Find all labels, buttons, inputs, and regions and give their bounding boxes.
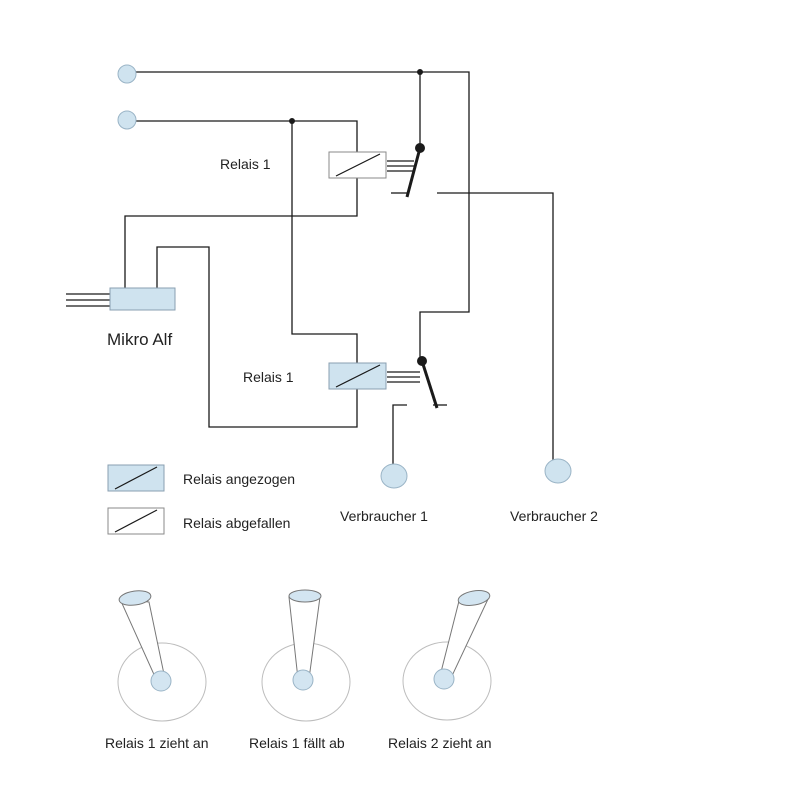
- relay-1-coil-released: [328, 151, 387, 179]
- controller-box: [109, 287, 176, 311]
- supply-branch-to-relay-2-coil: [291, 121, 358, 363]
- joystick-caption-2: Relais 1 fällt ab: [249, 735, 345, 751]
- relay-2-coil-energized: [328, 362, 387, 390]
- joystick-relay-1-off: [261, 589, 351, 722]
- junction-dot-top: [417, 69, 423, 75]
- legend-energized-swatch: [107, 464, 165, 492]
- supply-terminal-top: [117, 64, 137, 84]
- joystick-caption-1: Relais 1 zieht an: [105, 735, 209, 751]
- relay-2-coil-return: [156, 246, 358, 428]
- load-2-terminal: [544, 458, 572, 484]
- relay-2-output-wire: [392, 404, 407, 466]
- relay-2-switch: [417, 356, 439, 409]
- relay-1-switch: [405, 143, 425, 198]
- supply-terminal-second: [117, 110, 137, 130]
- relay-1-output-wire: [437, 192, 554, 460]
- relay-top-label: Relais 1: [220, 156, 271, 172]
- load-2-label: Verbraucher 2: [510, 508, 598, 524]
- legend-energized-label: Relais angezogen: [183, 471, 295, 487]
- relay-bottom-label: Relais 1: [243, 369, 294, 385]
- relay-1-coil-return: [124, 178, 358, 288]
- controller-label: Mikro Alf: [107, 330, 172, 349]
- wires: [66, 71, 554, 466]
- joystick-caption-3: Relais 2 zieht an: [388, 735, 492, 751]
- supply-wire-top: [136, 71, 470, 360]
- legend-released-swatch: [107, 507, 165, 535]
- joystick-relay-1-on: [117, 590, 207, 722]
- junction-dot-second: [289, 118, 295, 124]
- load-1-terminal: [380, 463, 408, 489]
- legend: Relais angezogen Relais abgefallen: [107, 464, 295, 535]
- legend-released-label: Relais abgefallen: [183, 515, 290, 531]
- supply-wire-second: [136, 120, 358, 152]
- joystick-relay-2-on: [402, 590, 492, 721]
- load-1-label: Verbraucher 1: [340, 508, 428, 524]
